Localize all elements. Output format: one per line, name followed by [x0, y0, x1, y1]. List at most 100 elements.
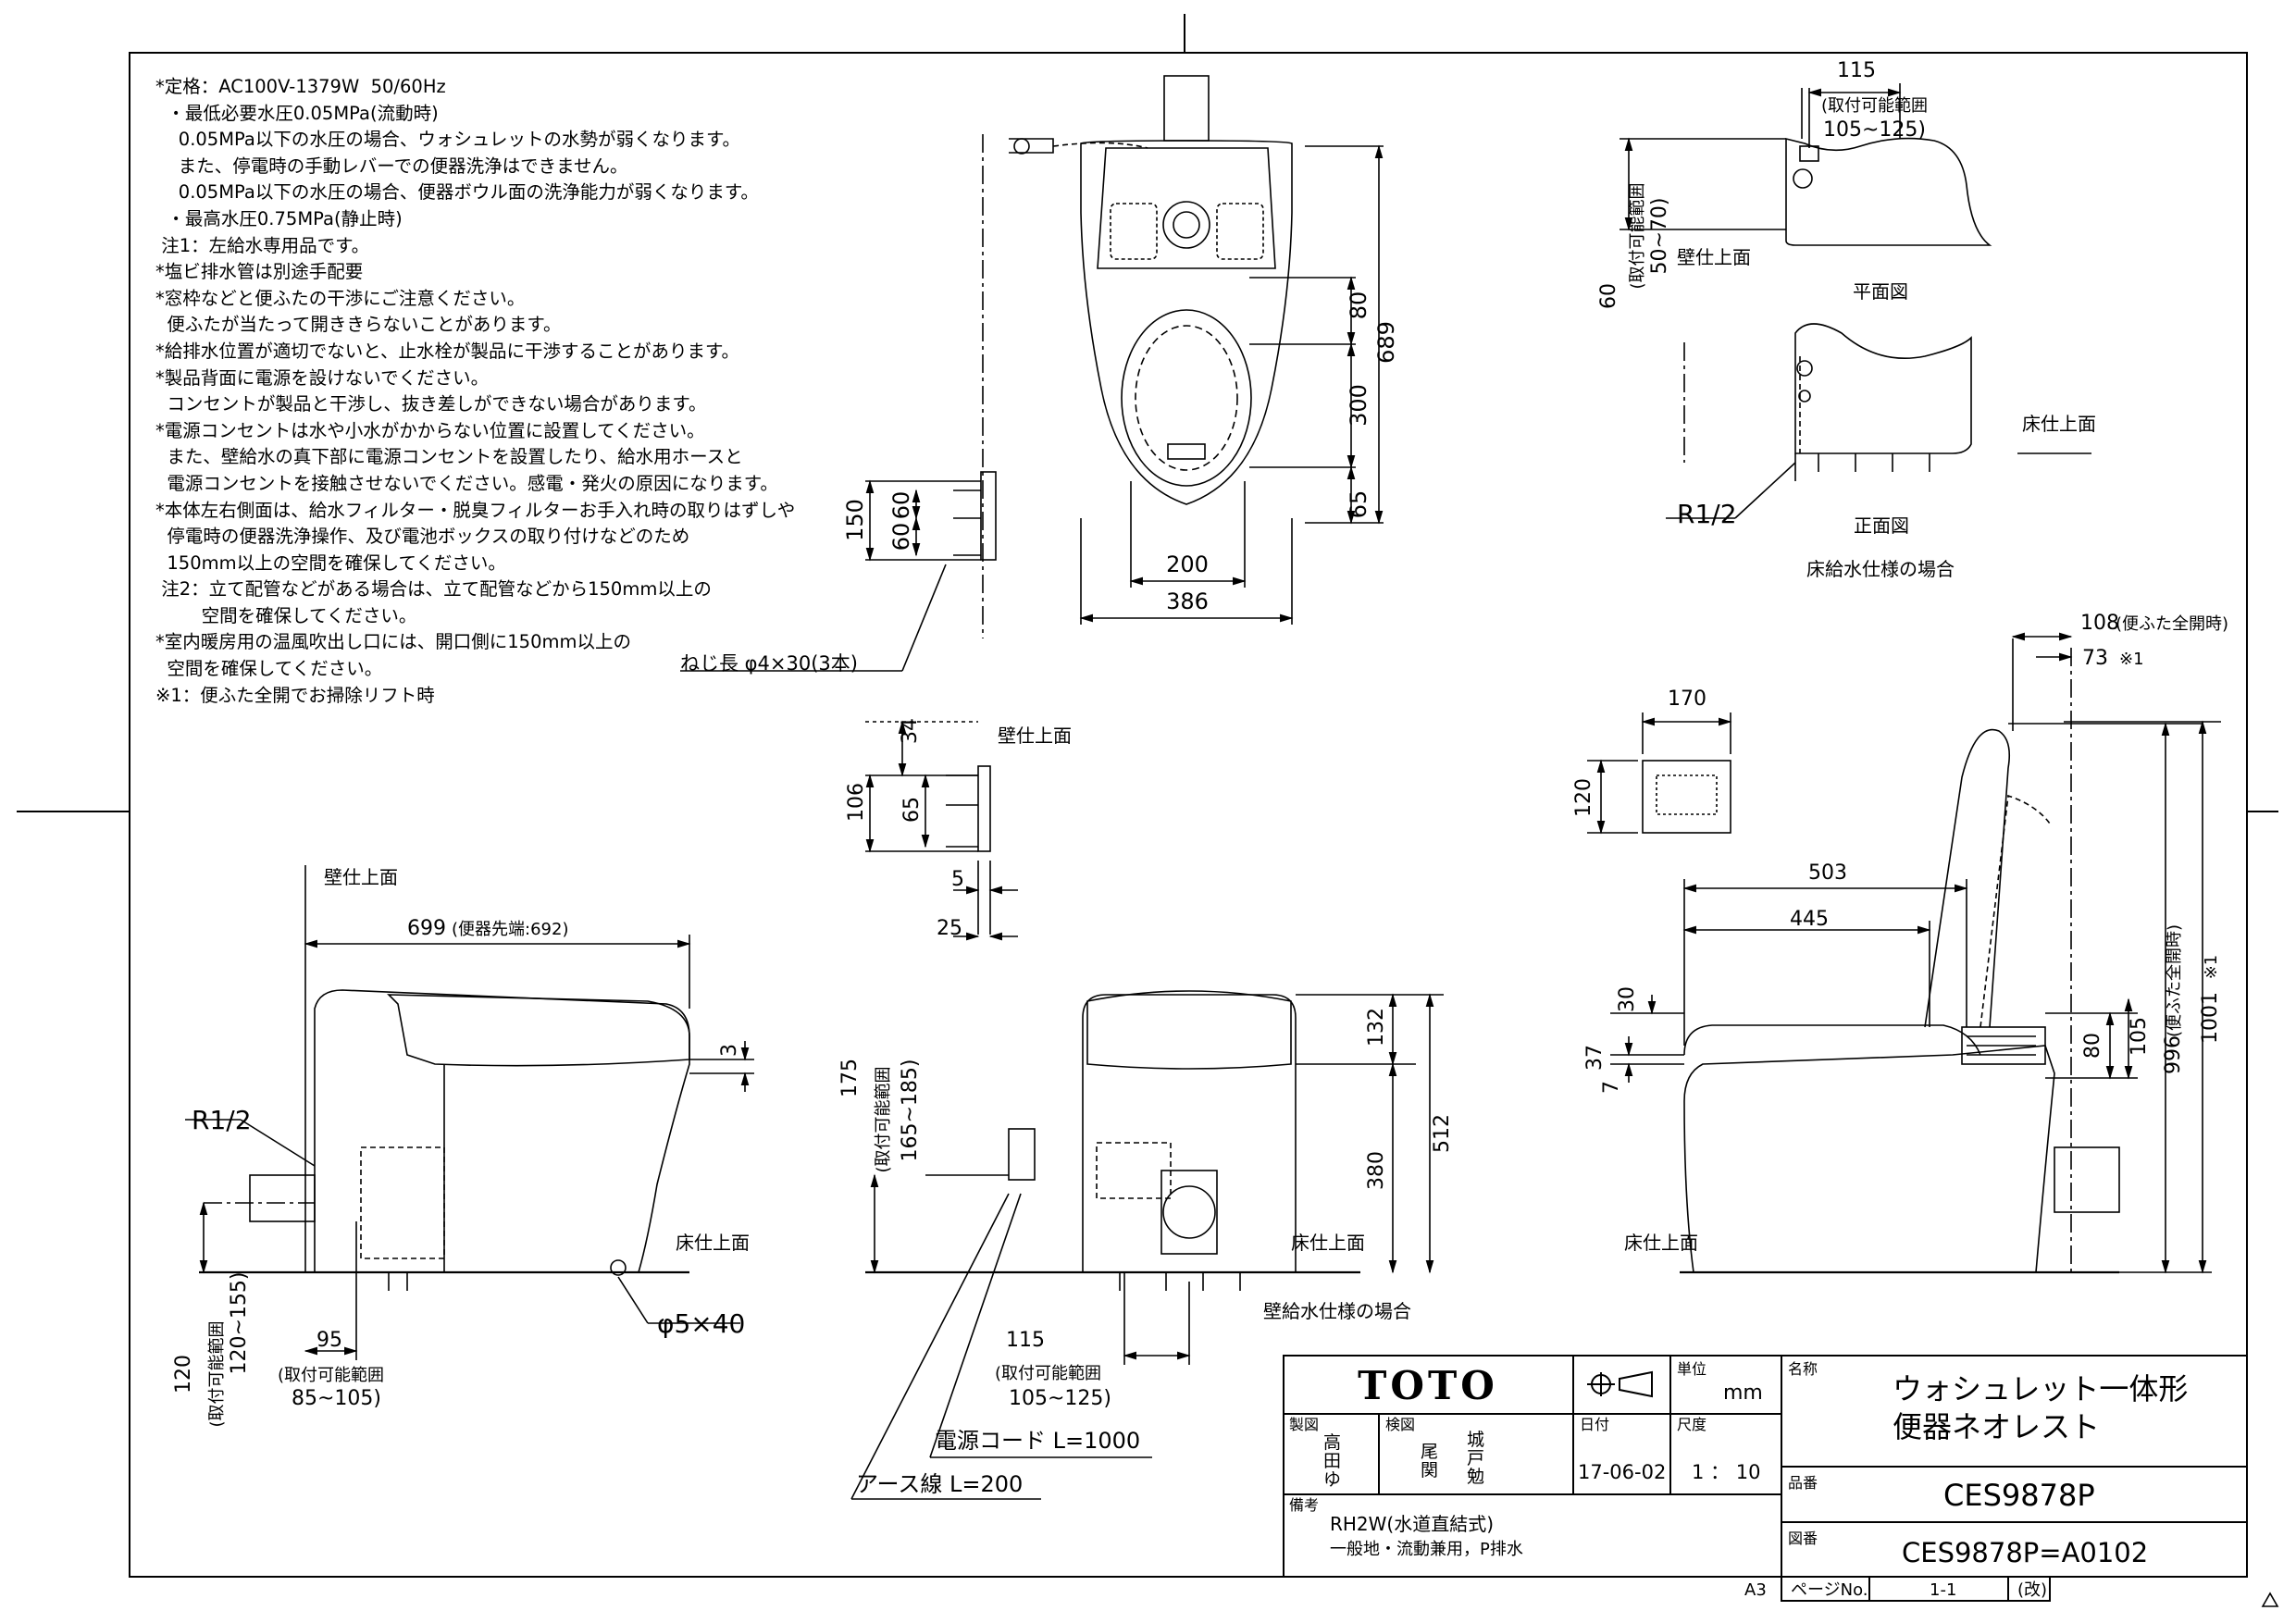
rs-dim-105: 105: [2128, 1017, 2151, 1056]
note-line: 注2：立て配管などがある場合は、立て配管などから150mm以上の: [155, 578, 712, 601]
tb-scale-value: 1 ： 10: [1692, 1461, 1760, 1483]
corner-triangle: [2261, 1592, 2279, 1607]
note-line: ・最低必要水圧0.05MPa(流動時): [155, 102, 439, 124]
front-plug-box: [1008, 1128, 1036, 1181]
fv-dim-175: 175: [838, 1059, 862, 1097]
tb-drawing-label: 図番: [1788, 1530, 1818, 1547]
rs-dim-1001-note: ※1: [2202, 955, 2221, 980]
fs-dim-60: 60: [1597, 283, 1620, 309]
left-side-view: [185, 865, 754, 1360]
fv-dim-132: 132: [1365, 1008, 1388, 1047]
fv-cord-label: 電源コード L=1000: [935, 1428, 1140, 1454]
note-line: *室内暖房用の温風吹出し口には、開口側に150mm以上の: [155, 631, 631, 653]
rs-dim-108-note: (便ふた全開時): [2116, 614, 2228, 634]
dim-80-top: 80: [1346, 291, 1371, 320]
ls-pipe-label: R1/2: [192, 1105, 252, 1135]
rs-dim-73-note: ※1: [2119, 650, 2144, 669]
tb-page-value: 1-1: [1930, 1580, 1956, 1600]
rs-dim-7: 7: [1600, 1081, 1623, 1094]
br-dim-25: 25: [937, 917, 962, 940]
floor-supply-detail: [1620, 83, 2091, 519]
tb-remarks-line2: 一般地・流動兼用，P排水: [1330, 1540, 1523, 1559]
front-body-outline: [1082, 994, 1297, 1273]
tb-drawing-value: CES9878P=A0102: [1902, 1537, 2148, 1568]
note-line: *窓枠などと便ふたの干渉にご注意ください。: [155, 287, 526, 309]
bracket-plate: [977, 765, 991, 852]
rs-dim-996-note: (便ふた全開時): [2165, 924, 2184, 1037]
ls-floor-label: 床仕上面: [676, 1232, 750, 1254]
side-body-outline: [314, 989, 690, 1273]
rs-vent: [1961, 1026, 2046, 1065]
ls-dim-699: 699: [407, 917, 446, 940]
fs-plan-label: 平面図: [1853, 280, 1908, 303]
tb-check-label: 検図: [1385, 1416, 1415, 1433]
ls-dim-699-note: (便器先端:692): [452, 920, 568, 939]
remote-control: [1587, 712, 1732, 835]
bowl-inner-top: [1135, 325, 1238, 471]
rs-dim-30: 30: [1616, 986, 1639, 1012]
tank-cover-top: [1097, 147, 1276, 269]
note-line: 0.05MPa以下の水圧の場合、便器ボウル面の洗浄能力が弱くなります。: [155, 181, 759, 204]
control-dial-inner: [1173, 211, 1200, 239]
bracket-labels: 34 106 65 5 25 壁仕上面: [845, 718, 1072, 940]
tb-remarks-line1: RH2W(水道直結式): [1330, 1513, 1494, 1535]
drain-outlet-top: [1167, 443, 1206, 460]
drain-pipe-top: [1163, 75, 1210, 142]
front-drain-circle: [1162, 1185, 1216, 1239]
tb-rev-label: (改): [2017, 1580, 2047, 1600]
rs-drain-pipe: [2054, 1146, 2120, 1213]
wall-bracket-top: [980, 471, 997, 561]
tb-drawn-3: ゆ: [1323, 1469, 1341, 1490]
tb-drawn-label: 製図: [1289, 1416, 1319, 1433]
fv-floor-label: 床仕上面: [1291, 1232, 1365, 1254]
general-notes: *定格：AC100V-1379W 50/60Hz ・最低必要水圧0.05MPa(…: [155, 74, 822, 709]
ls-wall-label: 壁仕上面: [324, 866, 398, 888]
fs-range-value: 105~125): [1823, 118, 1926, 142]
front-drain-part: [1160, 1170, 1218, 1255]
tb-check-1: 尾: [1421, 1442, 1438, 1462]
rs-lid-open: [1924, 728, 2011, 1028]
br-wall-label: 壁仕上面: [998, 725, 1072, 747]
top-view-labels: 80 300 689 65 200 386 150 60 60 ねじ長 φ4×3…: [680, 291, 1399, 675]
dim-689: 689: [1373, 321, 1399, 364]
tb-unit-value: mm: [1723, 1381, 1763, 1405]
supply-hose-top: [1052, 142, 1148, 149]
tb-sheet-size: A3: [1744, 1580, 1767, 1600]
bracket-detail: [865, 720, 1018, 941]
toto-logo: TOTO: [1358, 1363, 1498, 1408]
remote-labels: 170 120: [1572, 688, 1706, 817]
ls-dim-120-range-label: (取付可能範囲: [207, 1320, 227, 1427]
rs-dim-80: 80: [2081, 1033, 2104, 1059]
fs-vrange-value: 50~70): [1648, 197, 1671, 274]
ls-dim-120: 120: [172, 1355, 195, 1394]
fv-dim-512: 512: [1431, 1114, 1454, 1153]
rs-dim-37: 37: [1583, 1045, 1607, 1071]
fs-front-label: 正面図: [1854, 514, 1909, 537]
tb-part-label: 品番: [1788, 1474, 1818, 1492]
fv-dim-175-range: 165~185): [899, 1059, 922, 1162]
tb-page-label: ページNo.: [1791, 1580, 1868, 1600]
tb-part-value: CES9878P: [1943, 1478, 2095, 1513]
fv-earth-label: アース線 L=200: [856, 1471, 1023, 1497]
dim-200: 200: [1166, 551, 1209, 577]
note-line: *給排水位置が適切でないと、止水栓が製品に干渉することがあります。: [155, 340, 740, 362]
title-block-text: TOTO 単位 mm 名称 ウォシュレット一体形 便器ネオレスト 製図 高 田 …: [1289, 1360, 2188, 1600]
br-dim-65: 65: [900, 797, 924, 823]
front-view-labels: 175 (取付可能範囲 165~185) 132 380 512 床仕上面 壁給…: [838, 1008, 1454, 1497]
fs-pipe-label: R1/2: [1677, 499, 1737, 529]
rs-seat: [1683, 1024, 1981, 1056]
control-dial-top: [1162, 201, 1210, 249]
ls-dim-95: 95: [316, 1329, 342, 1352]
ls-dim-95-range-label: (取付可能範囲: [278, 1366, 384, 1385]
rs-floor-label: 床仕上面: [1624, 1232, 1698, 1254]
note-line: *本体左右側面は、給水フィルター・脱臭フィルターお手入れ時の取りはずしや: [155, 499, 796, 521]
dim-60a: 60: [888, 491, 914, 520]
tb-name-label: 名称: [1788, 1360, 1818, 1378]
plan-view-shape: [1785, 137, 1992, 246]
note-line: コンセントが製品と干渉し、抜き差しができない場合があります。: [155, 393, 707, 415]
fv-caption: 壁給水仕様の場合: [1263, 1300, 1411, 1322]
br-dim-5: 5: [951, 868, 964, 891]
front-view: [850, 990, 1444, 1500]
control-left: [1110, 203, 1158, 260]
fs-caption: 床給水仕様の場合: [1806, 558, 1955, 580]
